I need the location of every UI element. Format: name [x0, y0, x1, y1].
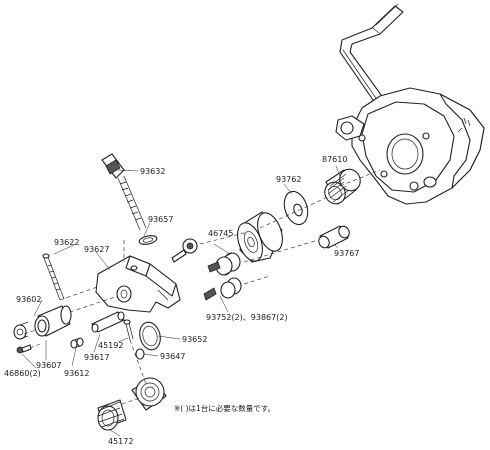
label-93612: 93612	[64, 369, 89, 378]
leader-lines	[21, 165, 341, 437]
main-housing-drawing	[335, 87, 485, 205]
needle-bearing-45172-drawing	[97, 399, 127, 431]
pin-93767-drawing	[318, 225, 350, 249]
label-46860: 46860(2)	[4, 369, 41, 378]
label-93762: 93762	[276, 175, 301, 184]
label-87610: 87610	[322, 155, 347, 164]
ring-93652-drawing	[139, 321, 161, 351]
knob-lower-drawing	[203, 277, 242, 301]
knob-top-drawing	[171, 238, 198, 263]
label-46745: 46745	[208, 229, 233, 238]
set-screw-46860-drawing	[16, 344, 32, 354]
label-93657: 93657	[148, 215, 173, 224]
pin-45192-drawing	[123, 319, 134, 341]
roller-46745-drawing	[237, 211, 283, 263]
sleeve-93607-drawing	[34, 305, 72, 337]
label-93652: 93652	[182, 335, 207, 344]
label-45172: 45172	[108, 437, 133, 446]
label-93647: 93647	[160, 352, 185, 361]
label-93632: 93632	[140, 167, 165, 176]
ring-93657-drawing	[138, 235, 158, 245]
label-45192: 45192	[98, 341, 123, 350]
quantity-footnote: ※( )は1台に必要な数量です。	[174, 403, 275, 413]
needle-bearing-87610-drawing	[324, 168, 361, 205]
long-bolt-93622-drawing	[42, 253, 65, 301]
label-93767: 93767	[334, 249, 359, 258]
label-93617: 93617	[84, 353, 109, 362]
shaft-93617-drawing	[91, 311, 125, 333]
bushing-drawing	[131, 377, 167, 411]
sleeve-93602-drawing	[13, 321, 29, 340]
ring-93647-drawing	[135, 348, 145, 360]
carrier-block-93627-drawing	[95, 255, 181, 313]
label-93627: 93627	[84, 245, 109, 254]
washer-93762-drawing	[283, 190, 309, 226]
part-labels: 93632 93657 93622 93627 93602 93607 4686…	[4, 155, 359, 446]
label-93622: 93622	[54, 238, 79, 247]
label-93752-93867: 93752(2)、93867(2)	[206, 313, 288, 322]
assembly-axis-lines	[23, 169, 381, 405]
label-93602: 93602	[16, 295, 41, 304]
adjusting-screw-93632-drawing	[101, 153, 147, 231]
knob-middle-drawing	[207, 252, 241, 276]
label-93607: 93607	[36, 361, 61, 370]
shaft-93612-drawing	[70, 337, 84, 349]
